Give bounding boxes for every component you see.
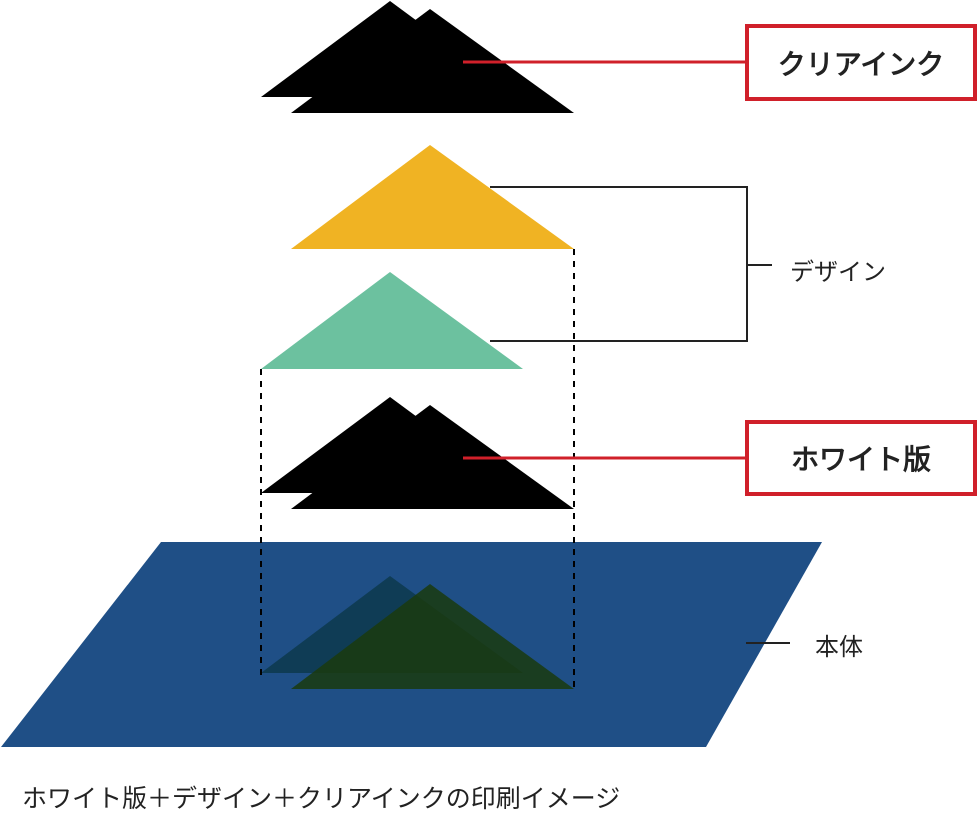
design-bracket — [490, 186, 748, 342]
white-plate-label: ホワイト版 — [790, 443, 931, 476]
white-plate-label-box: ホワイト版 — [745, 420, 977, 496]
white-plate-triangle-front — [291, 405, 574, 509]
clear-ink-label: クリアインク — [777, 47, 945, 81]
body-print-yellow — [291, 584, 574, 689]
design-green-triangle — [261, 272, 523, 369]
clear-ink-layer — [261, 1, 574, 113]
clear-ink-triangle-front — [291, 9, 574, 113]
clear-ink-label-box: クリアインク — [745, 24, 977, 101]
caption: ホワイト版＋デザイン＋クリアインクの印刷イメージ — [22, 784, 621, 813]
design-yellow-triangle — [291, 145, 574, 249]
design-label: デザイン — [790, 258, 886, 286]
white-plate-layer — [261, 397, 574, 509]
body-label: 本体 — [815, 633, 863, 661]
